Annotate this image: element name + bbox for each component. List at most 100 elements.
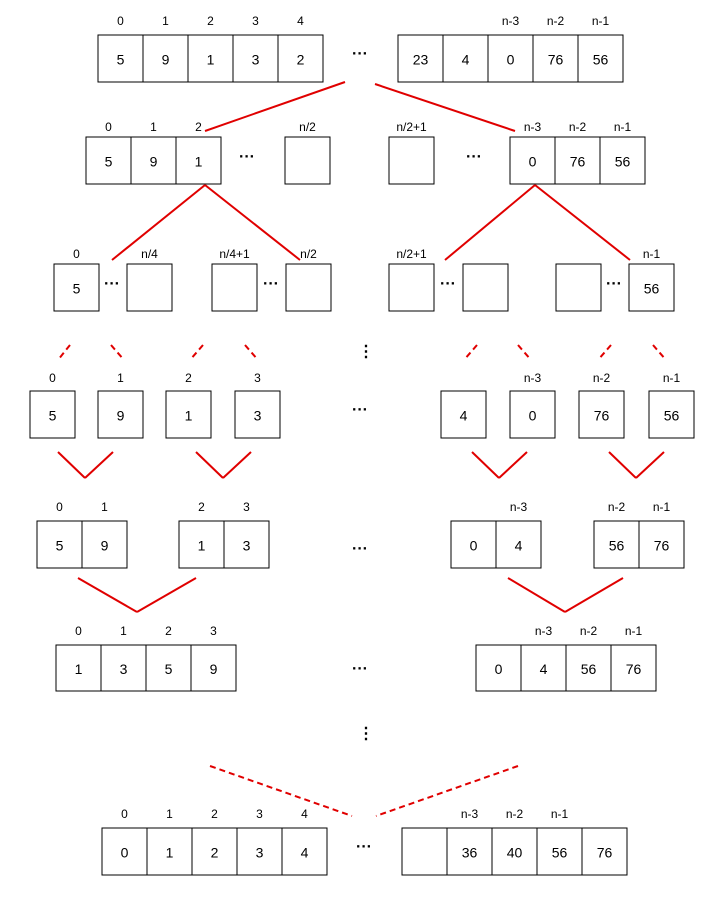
index-label: n-3 <box>524 120 542 134</box>
index-label: n/2+1 <box>396 247 427 261</box>
cell-value: 56 <box>609 538 625 554</box>
cell-value: 9 <box>210 661 218 677</box>
cell-value: 56 <box>552 845 568 861</box>
cell-value: 5 <box>73 281 81 297</box>
merge-connector <box>374 83 516 132</box>
cell-value: 5 <box>56 538 64 554</box>
array-cell <box>442 34 489 83</box>
array-cell <box>520 644 567 692</box>
merge-connector-dashed <box>189 344 204 361</box>
cell-value: 0 <box>529 154 537 170</box>
merge-connector <box>635 451 665 479</box>
array-cell <box>97 34 144 83</box>
array-cell <box>236 827 283 876</box>
index-label: 3 <box>254 371 261 385</box>
array-cell <box>281 827 328 876</box>
cell-value: 2 <box>297 52 305 68</box>
cell-value: 0 <box>495 661 503 677</box>
array-cell <box>142 34 189 83</box>
cell-value: 1 <box>185 408 193 424</box>
index-label: n-2 <box>547 14 565 28</box>
cell-value: 76 <box>548 52 564 68</box>
array-cell <box>509 136 556 185</box>
cell-value: 56 <box>615 154 631 170</box>
array-cell <box>446 827 493 876</box>
array-cell <box>388 263 435 312</box>
index-label: 3 <box>256 807 263 821</box>
cell-value: 5 <box>117 52 125 68</box>
array-cell <box>578 390 625 439</box>
cell-value: 23 <box>413 52 429 68</box>
merge-connector <box>564 577 624 613</box>
cell-value: 1 <box>75 661 83 677</box>
index-label: n-2 <box>580 624 598 638</box>
array-cell <box>462 263 509 312</box>
array-cell <box>440 390 487 439</box>
index-label: 4 <box>301 807 308 821</box>
cell-value: 0 <box>121 845 129 861</box>
array-cell <box>211 263 258 312</box>
merge-connector <box>222 451 252 479</box>
cell-value: 1 <box>207 52 215 68</box>
array-cell <box>53 263 100 312</box>
merge-connector-dashed <box>463 344 478 361</box>
cell-value: 1 <box>166 845 174 861</box>
index-label: n-3 <box>510 500 528 514</box>
index-label: 2 <box>211 807 218 821</box>
array-cell <box>532 34 579 83</box>
array-cell <box>648 390 695 439</box>
index-label: 2 <box>207 14 214 28</box>
index-label: 0 <box>121 807 128 821</box>
merge-connector <box>195 451 224 479</box>
cell-value: 3 <box>252 52 260 68</box>
merge-connector-dashed <box>375 765 519 817</box>
merge-connector <box>136 577 197 613</box>
array-cell <box>495 520 542 569</box>
index-label: 1 <box>150 120 157 134</box>
merge-connector <box>57 451 86 479</box>
array-cell <box>165 390 212 439</box>
cell-value: 0 <box>470 538 478 554</box>
cell-value: 56 <box>593 52 609 68</box>
merge-connector <box>608 451 637 479</box>
index-label: 0 <box>117 14 124 28</box>
cell-value: 56 <box>581 661 597 677</box>
array-cell <box>126 263 173 312</box>
array-cell <box>397 34 444 83</box>
cell-value: 36 <box>462 845 478 861</box>
cell-value: 2 <box>211 845 219 861</box>
index-label: n-1 <box>625 624 643 638</box>
index-label: n-1 <box>663 371 681 385</box>
index-label: n-2 <box>608 500 626 514</box>
cell-value: 0 <box>529 408 537 424</box>
ellipsis: ··· <box>606 276 622 293</box>
index-label: n/2 <box>300 247 317 261</box>
index-label: n-1 <box>643 247 661 261</box>
array-cell <box>29 390 76 439</box>
array-cell <box>234 390 281 439</box>
index-label: n-3 <box>502 14 520 28</box>
cell-value: 76 <box>654 538 670 554</box>
index-label: 1 <box>120 624 127 638</box>
merge-connector-dashed <box>597 344 612 361</box>
array-cell <box>284 136 331 185</box>
array-cell <box>97 390 144 439</box>
cell-value: 9 <box>101 538 109 554</box>
array-cell <box>565 644 612 692</box>
merge-connector-dashed <box>209 765 353 817</box>
index-label: 3 <box>243 500 250 514</box>
index-label: n-3 <box>524 371 542 385</box>
array-cell <box>536 827 583 876</box>
array-cell <box>100 644 147 692</box>
array-cell <box>178 520 225 569</box>
array-cell <box>401 827 448 876</box>
merge-connector-dashed <box>244 344 259 361</box>
merge-connector <box>204 81 346 132</box>
ellipsis: ··· <box>263 276 279 293</box>
array-cell <box>101 827 148 876</box>
array-cell <box>55 644 102 692</box>
cell-value: 4 <box>462 52 470 68</box>
array-cell <box>81 520 128 569</box>
array-cell <box>581 827 628 876</box>
array-cell <box>36 520 83 569</box>
